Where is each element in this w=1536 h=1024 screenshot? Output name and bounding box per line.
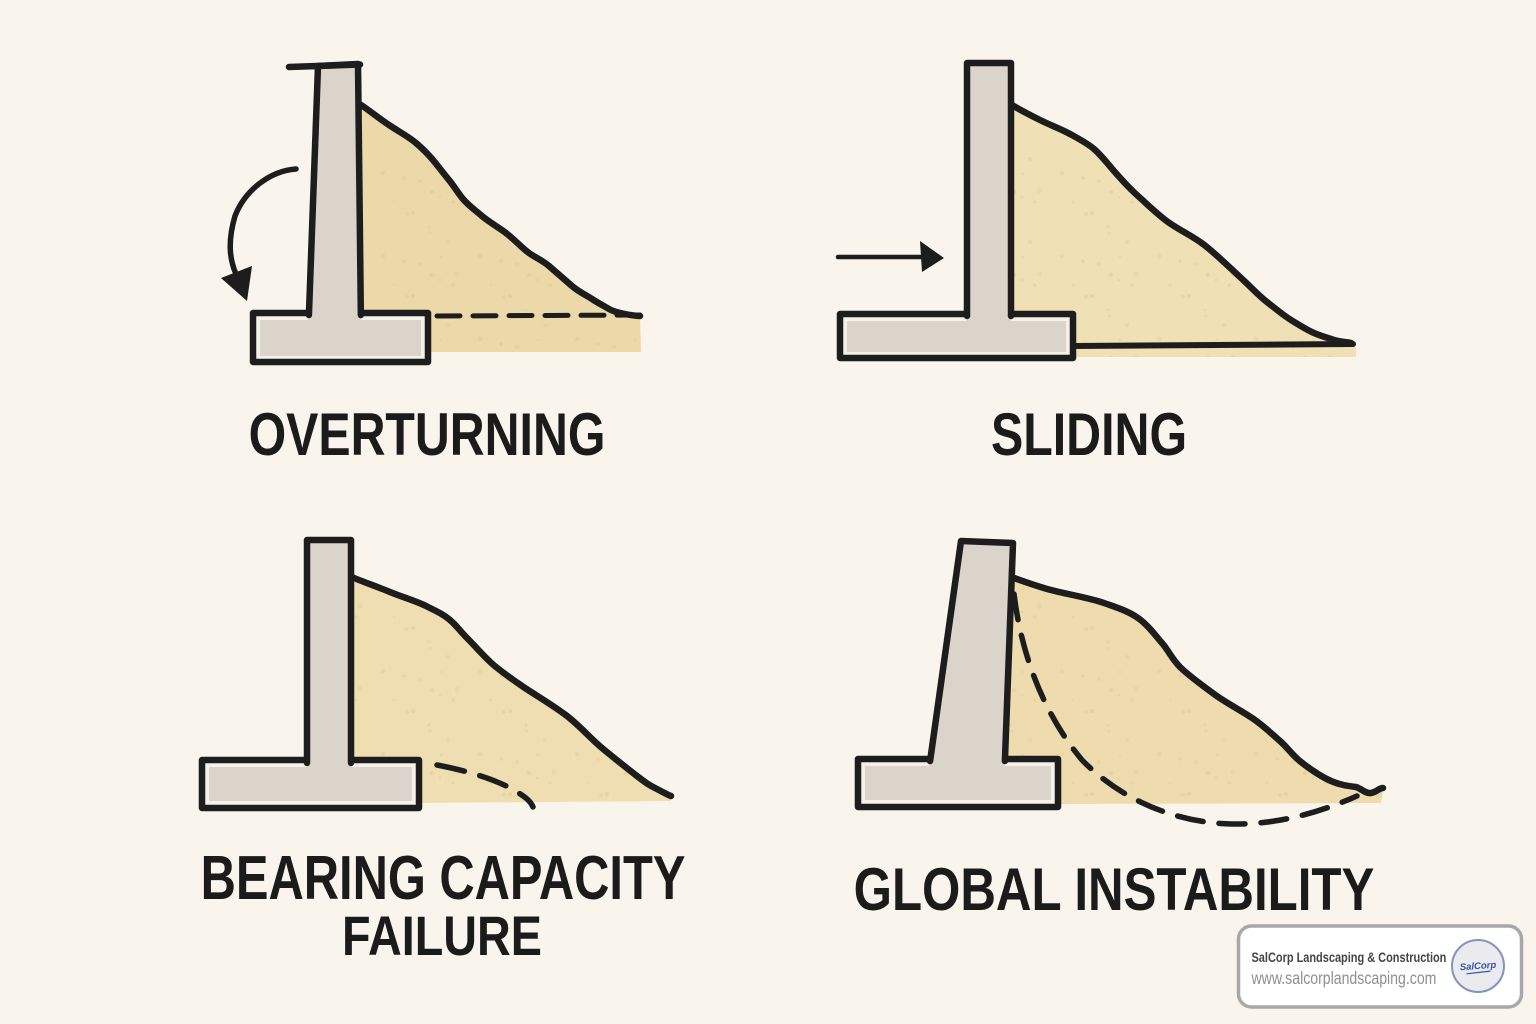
svg-text:SalCorp Landscaping & Construc: SalCorp Landscaping & Construction: [1252, 950, 1447, 966]
svg-text:GLOBAL INSTABILITY: GLOBAL INSTABILITY: [854, 855, 1375, 923]
svg-text:SLIDING: SLIDING: [991, 401, 1187, 468]
svg-text:OVERTURNING: OVERTURNING: [249, 401, 606, 468]
svg-text:www.salcorplandscaping.com: www.salcorplandscaping.com: [1251, 968, 1437, 988]
svg-text:FAILURE: FAILURE: [342, 904, 542, 967]
svg-text:SalCorp: SalCorp: [1459, 960, 1496, 974]
svg-text:BEARING CAPACITY: BEARING CAPACITY: [201, 842, 686, 912]
